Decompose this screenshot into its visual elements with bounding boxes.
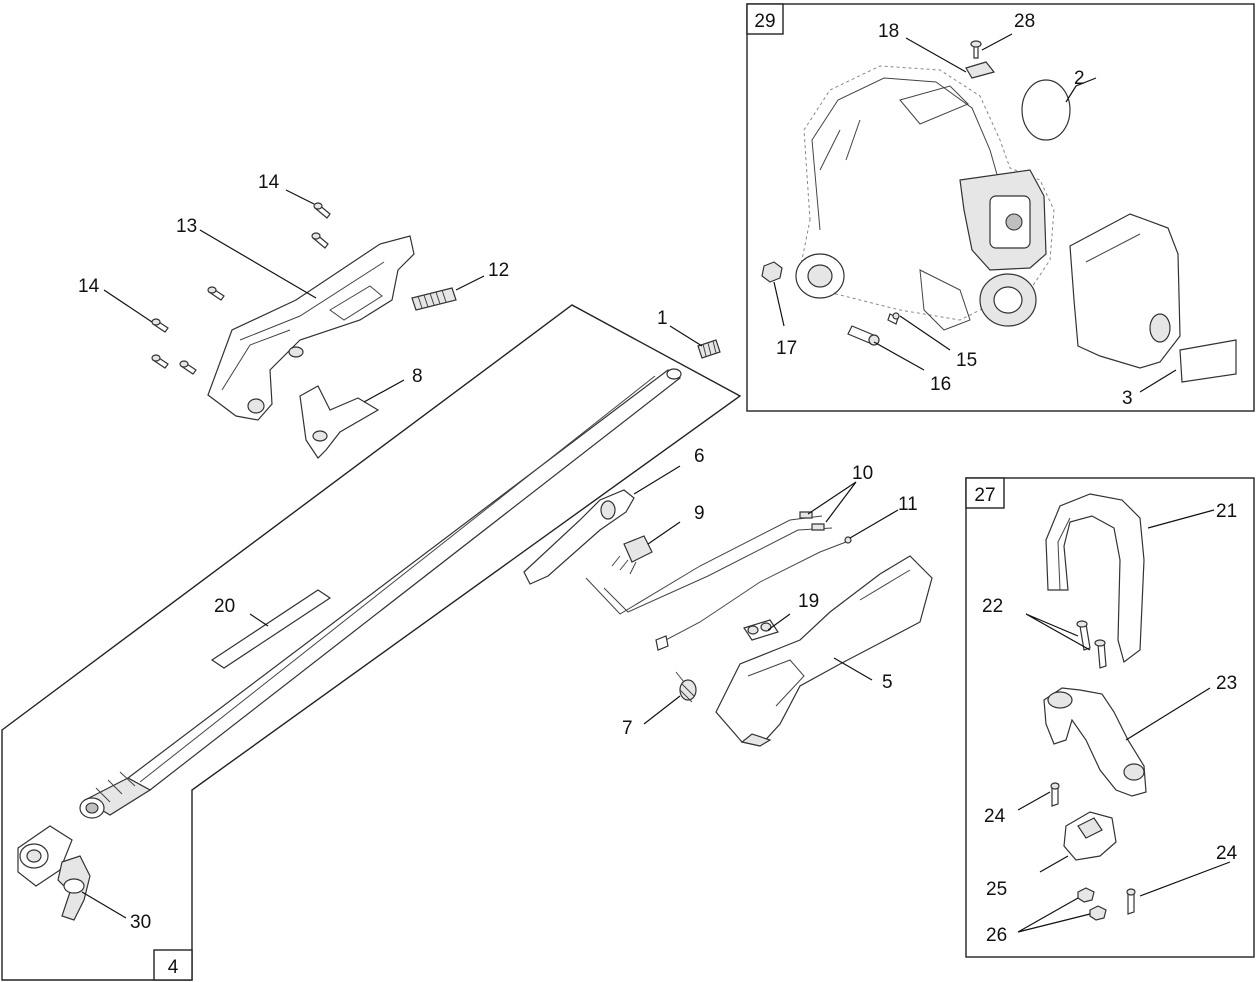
throttle-trigger: [299, 385, 380, 459]
handle-assembly-frame: 27: [965, 477, 1255, 958]
rubber-grommet: [743, 619, 779, 641]
callout-1: 1: [657, 308, 668, 329]
shaft-assembly-number: 4: [168, 957, 179, 978]
shaft-assembly-frame: 4: [1, 304, 742, 981]
callout-3: 3: [1122, 388, 1133, 409]
handle-housing-lower: [715, 555, 933, 747]
handle-screws: [1076, 620, 1107, 669]
callout-23: 23: [1216, 673, 1237, 694]
callout-labels: 1 2 3 5 6 7 8 9 10 11 12 13 14 14 15 16 …: [78, 11, 1238, 946]
callout-7: 7: [622, 718, 633, 739]
wire-harness: [585, 511, 852, 651]
callout-8: 8: [412, 366, 423, 387]
small-spring: [697, 339, 721, 359]
stop-switch-assembly: [523, 489, 635, 585]
filter-element: [1021, 79, 1071, 141]
hex-nut: [761, 261, 783, 283]
callout-18: 18: [878, 21, 899, 42]
callout-25: 25: [986, 879, 1007, 900]
loop-handle: [1045, 493, 1145, 664]
shaft-coupling-clamp: [17, 825, 91, 921]
warning-decal: [1179, 339, 1237, 383]
engine-assembly-box: [746, 3, 784, 35]
handle-assembly-number: 27: [974, 485, 995, 506]
callout-11: 11: [898, 494, 918, 515]
callout-28: 28: [1014, 11, 1035, 32]
callout-5: 5: [882, 672, 893, 693]
callout-12: 12: [488, 260, 509, 281]
engine-bolts: [847, 312, 900, 346]
callout-20: 20: [214, 596, 235, 617]
ignition-switch: [611, 535, 653, 575]
engine-block: [795, 65, 1055, 331]
callout-30: 30: [130, 912, 151, 933]
air-filter-cover: [1069, 213, 1181, 369]
screws-14: [151, 202, 331, 375]
callout-24-left: 24: [984, 806, 1006, 827]
drive-shaft-tube: [79, 368, 682, 819]
clamp-screws-and-nuts: [1050, 782, 1136, 921]
callout-13: 13: [176, 216, 197, 237]
callout-15: 15: [956, 350, 977, 371]
handle-housing-upper: [207, 235, 415, 421]
mount-bracket: [965, 40, 996, 79]
callout-14-left: 14: [78, 276, 100, 297]
shaft-assembly-box: [153, 949, 193, 981]
engine-assembly-number: 29: [754, 11, 775, 32]
handle-clamp: [1063, 811, 1117, 861]
callout-16: 16: [930, 374, 951, 395]
callout-10: 10: [852, 463, 873, 484]
decal-label: [210, 589, 332, 669]
leader-lines: [81, 33, 1231, 933]
callout-6: 6: [694, 446, 705, 467]
callout-17: 17: [776, 338, 797, 359]
callout-9: 9: [694, 503, 705, 524]
callout-14-top: 14: [258, 172, 280, 193]
handle-bracket: [1043, 687, 1147, 797]
callout-22: 22: [982, 596, 1003, 617]
callout-24-right: 24: [1216, 843, 1238, 864]
compression-spring: [411, 287, 457, 311]
callout-21: 21: [1216, 501, 1237, 522]
callout-19: 19: [798, 591, 819, 612]
torsion-spring: [675, 671, 697, 703]
callout-26: 26: [986, 925, 1007, 946]
handle-assembly-box: [965, 477, 1005, 509]
callout-2: 2: [1074, 68, 1085, 89]
engine-assembly-frame: 29: [746, 3, 1255, 412]
